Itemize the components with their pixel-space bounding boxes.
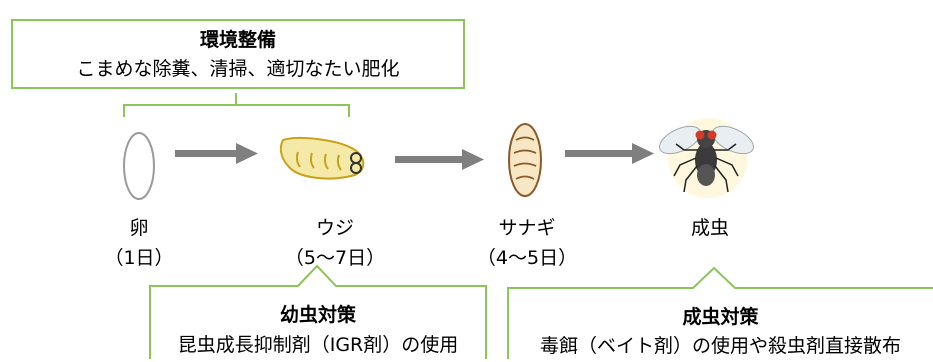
adult-fly-icon xyxy=(659,118,754,198)
adult-measures-title: 成虫対策 xyxy=(682,306,759,328)
environment-title: 環境整備 xyxy=(199,29,276,51)
pupa-icon xyxy=(508,123,542,197)
adult-measures-callout xyxy=(507,266,933,359)
stage-pupa-duration: （4～5日） xyxy=(476,247,578,269)
stage-larva-duration: （5～7日） xyxy=(284,247,386,269)
egg-icon xyxy=(123,132,155,200)
environment-box xyxy=(11,19,465,89)
arrow-pupa-to-adult xyxy=(565,143,654,164)
environment-bracket xyxy=(123,93,350,117)
arrow-egg-to-larva xyxy=(175,143,258,164)
larva-icon xyxy=(279,137,365,180)
arrow-larva-to-pupa xyxy=(395,149,484,170)
larva-measures-callout xyxy=(149,264,487,359)
environment-description: こまめな除糞、清掃、適切なたい肥化 xyxy=(76,58,400,80)
larva-measures-title: 幼虫対策 xyxy=(279,304,356,326)
stage-egg-name: 卵 xyxy=(129,217,149,239)
larva-measures-description: 昆虫成長抑制剤（IGR剤）の使用 xyxy=(177,334,459,356)
stage-egg-duration: （1日） xyxy=(104,247,174,269)
stage-adult-name: 成虫 xyxy=(690,217,729,239)
stage-larva-name: ウジ xyxy=(315,217,354,239)
stage-pupa-name: サナギ xyxy=(498,217,556,239)
adult-measures-description: 毒餌（ベイト剤）の使用や殺虫剤直接散布 xyxy=(539,335,901,357)
